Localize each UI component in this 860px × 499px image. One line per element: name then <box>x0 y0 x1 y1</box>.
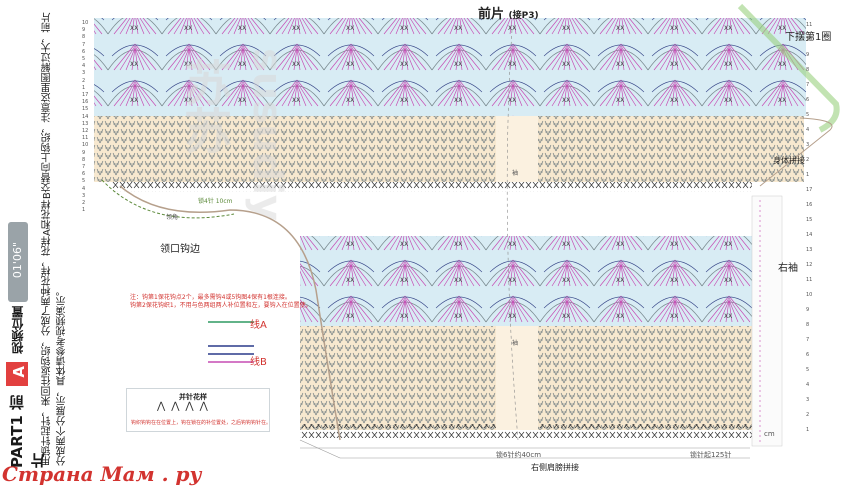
row-number: 14 <box>82 113 89 120</box>
stitch-box-title: 并针花样 <box>179 393 207 401</box>
row-number: 10 <box>806 292 813 298</box>
row-number: 8 <box>82 156 86 163</box>
chain-mid-label: 锁6针约40cm <box>496 451 542 459</box>
row-number: 11 <box>82 135 89 142</box>
row-number: 7 <box>82 164 86 170</box>
body-join-label: 身体拼接 <box>773 156 805 165</box>
chain-small-left: 锁4针 10cm <box>198 198 233 205</box>
brand-footer: Страна Мам . ру <box>0 462 260 498</box>
right-shoulder-join-label: 右侧肩膀拼接 <box>531 463 579 472</box>
row-number: 9 <box>806 52 810 58</box>
row-number: 7 <box>806 337 810 343</box>
watermark-latin: susudiy <box>244 48 290 221</box>
hem-label: 下摆第1圈 <box>785 32 832 43</box>
row-number: 16 <box>82 99 89 106</box>
row-number: 1 <box>806 427 810 433</box>
row-number: 7 <box>82 41 86 48</box>
row-number: 2 <box>806 157 810 163</box>
diagram-title: 前片 (接P3) <box>478 3 539 22</box>
row-number: 16 <box>806 202 813 208</box>
stitch-box-caption: 钩织钩钩在在位置上，钩在锁在的补位置处，之后钩钩钩针在。 <box>131 420 272 426</box>
side-panel: A PART1 前片 01'06" 视频位置 用锁针起针，来回往返钩织，分成了两… <box>0 0 86 499</box>
stitch-pattern-box: 并针花样 ⋀⋀⋀⋀ 钩织钩钩在在位置上，钩在锁在的补位置处，之后钩钩钩针在。 <box>126 388 272 432</box>
row-number: 9 <box>82 149 86 156</box>
sleeve-mark-1: 袖 <box>512 170 519 177</box>
row-number: 3 <box>82 192 86 199</box>
row-number: 5 <box>806 367 810 373</box>
row-number: 10 <box>82 142 89 149</box>
row-number: 9 <box>82 27 86 34</box>
row-number: 10 <box>806 37 813 43</box>
row-number: 6 <box>806 352 810 358</box>
legend-line-b: 线B <box>250 357 267 368</box>
video-time-box <box>8 222 28 302</box>
neck-curve <box>119 185 341 441</box>
row-number: 6 <box>82 171 86 178</box>
row-number: 6 <box>806 97 810 103</box>
row-number: 2 <box>82 200 86 206</box>
row-number: 4 <box>82 185 86 192</box>
row-number: 5 <box>806 112 810 118</box>
watermark-cn: 苏苏 <box>175 58 231 154</box>
brand-text: Страна Мам . ру <box>2 462 202 486</box>
cm-label: cm <box>764 430 775 438</box>
row-number: 8 <box>806 67 810 73</box>
row-number: 1 <box>82 207 86 214</box>
row-number: 6 <box>82 48 86 55</box>
neck-edge-label: 领口钩边 <box>160 244 200 255</box>
row-number: 3 <box>82 70 86 77</box>
sleeve-mark-2: 袖 <box>512 340 519 347</box>
row-number: 4 <box>82 63 86 70</box>
row-number: 2 <box>806 412 810 418</box>
row-number: 3 <box>806 397 810 403</box>
row-number: 10 <box>82 20 89 26</box>
row-number: 8 <box>82 34 86 41</box>
title-sub: (接P3) <box>508 11 539 21</box>
row-number: 5 <box>82 56 86 62</box>
row-number: 9 <box>806 307 810 313</box>
row-number: 11 <box>806 277 813 283</box>
row-number: 1 <box>806 172 810 178</box>
right-side-curve <box>737 3 840 133</box>
legend-line-a: 线A <box>250 320 267 331</box>
row-number: 13 <box>806 247 813 253</box>
row-number: 1 <box>82 84 86 91</box>
stitch-symbols: ⋀⋀⋀⋀ <box>157 401 214 412</box>
row-number: 11 <box>806 22 813 28</box>
row-number: 7 <box>806 82 810 88</box>
row-number: 12 <box>82 128 89 134</box>
row-number: 4 <box>806 382 810 388</box>
note-line-2: 钩第2保花钩织1，不用与色两组两人补位置和左，要钩入在位置使。 <box>130 302 312 309</box>
row-number: 8 <box>806 322 810 328</box>
row-number: 4 <box>806 127 810 133</box>
legend-lines <box>208 321 254 363</box>
row-number: 3 <box>806 142 810 148</box>
right-sleeve-label: 右袖 <box>778 263 798 274</box>
row-number: 14 <box>806 232 813 238</box>
row-number: 15 <box>82 106 89 113</box>
chain-right-label: 锁针起125针 <box>690 451 732 459</box>
row-number: 2 <box>82 77 86 84</box>
row-number: 12 <box>806 262 813 268</box>
row-number: 17 <box>806 187 813 193</box>
row-number: 17 <box>82 92 89 98</box>
row-number: 13 <box>82 120 89 127</box>
title-main: 前片 <box>478 7 505 22</box>
row-number: 5 <box>82 178 86 185</box>
row-number: 15 <box>806 217 813 223</box>
note-line-1: 注：钩第1保花钩点2个，最多需钩4或5钩图4保有1根连接。 <box>130 294 291 301</box>
neck-small-label: 领角 <box>166 214 179 221</box>
part-badge-box <box>6 362 28 386</box>
